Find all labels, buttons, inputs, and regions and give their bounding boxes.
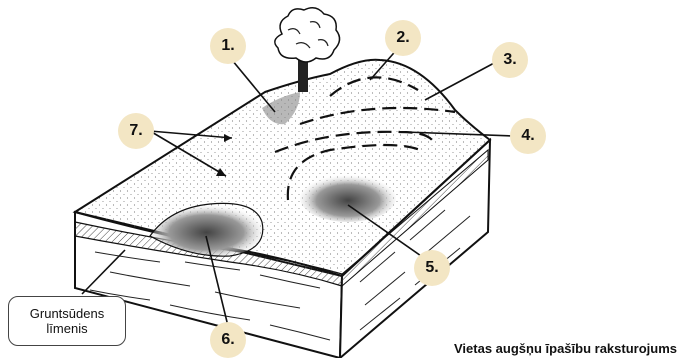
groundwater-label: Gruntsūdens līmenis (8, 296, 126, 346)
label-3: 3. (492, 42, 528, 78)
label-1: 1. (210, 28, 246, 64)
pointer-3 (425, 62, 496, 100)
groundwater-label-line2: līmenis (46, 321, 87, 336)
label-7: 7. (118, 113, 154, 149)
depression-5 (300, 174, 396, 222)
groundwater-label-line1: Gruntsūdens (30, 306, 104, 321)
label-4: 4. (510, 118, 546, 154)
label-2: 2. (385, 20, 421, 56)
label-6: 6. (210, 322, 246, 358)
label-5: 5. (414, 250, 450, 286)
caption: Vietas augšņu īpašību raksturojums (454, 341, 677, 356)
